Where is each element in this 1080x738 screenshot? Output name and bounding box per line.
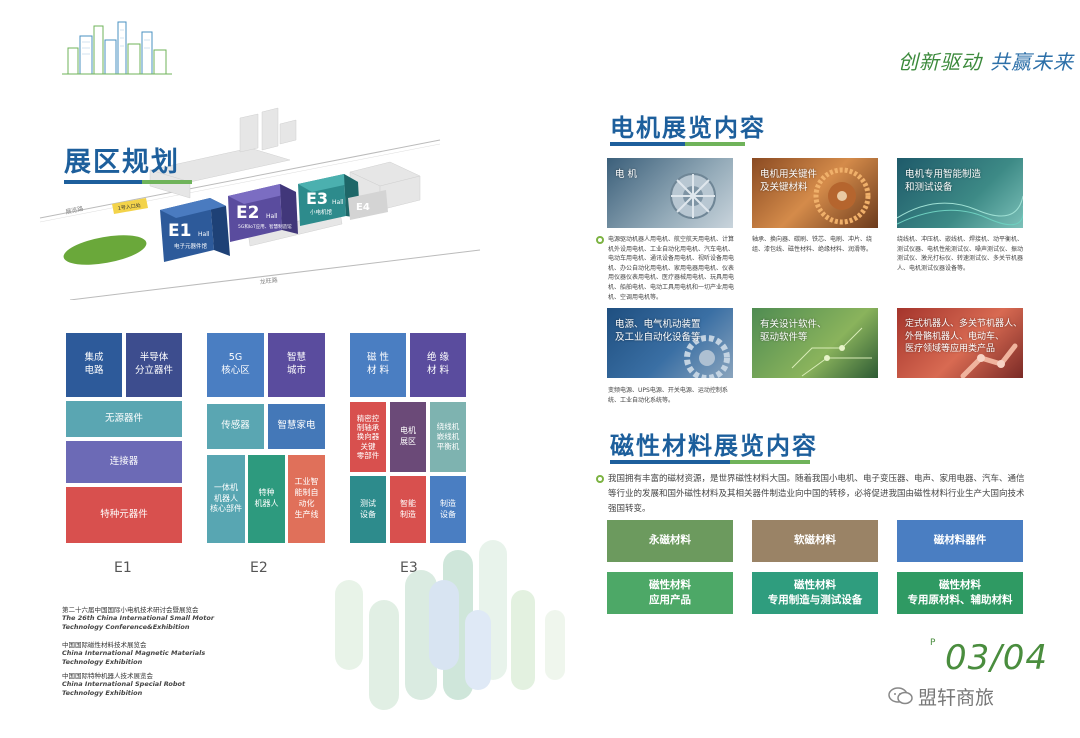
e3-block-magnetic: 磁 性材 料 [350,333,406,397]
road-label-top: 展览路 [65,204,84,216]
e2-label: E2 [250,560,268,576]
brand-slogan: 创新驱动共赢未来 [898,50,1074,74]
e3-block-smart-manufacturing: 智能制造 [390,476,426,543]
bullet-icon [596,236,604,244]
footer-exhibition-3: 中国国际特种机器人技术展览会 China International Speci… [62,672,186,697]
page-number: 03/04 [945,638,1048,678]
tech-lines-graphic [897,195,1023,226]
motor-tile-power-equipment: 电源、电气机动装置及工业自动化设备等 [607,308,733,378]
hall-e2-sub: Hall [266,213,278,220]
hall-e4-name: E4 [356,202,370,213]
motor-tile-power-equipment-label: 电源、电气机动装置及工业自动化设备等 [615,319,701,344]
motor-tile-robots-label: 定式机器人、多关节机器人、外骨骼机器人、电动车、医疗领域等应用类产品 [905,319,1023,355]
e2-block-sensor: 传感器 [207,404,264,449]
motor-tile-smart-manufacturing-desc: 绕线机、冲压机、嵌线机、焊接机、动平衡机、测试仪器、电机性能测试仪、噪声测试仪、… [897,236,1024,272]
hall-e2-name: E2 [236,203,259,223]
e3-block-test-equipment: 测试设备 [350,476,386,543]
page-title: 展区规划 [64,147,180,178]
circuit-graphic [791,327,872,377]
motor-tile-motor: 电 机 [607,158,733,228]
exhibition-hall-map: 展览路 龙旺路 1号入口处 E1 Hall 电子元器件馆 E2 Hall 5G和… [39,107,481,300]
hall-e1-sub: Hall [198,231,210,238]
e3-block-manufacturing-equipment: 制造设备 [430,476,466,543]
magnetic-title-underline [610,460,730,464]
entry-gate-label: 1号入口处 [117,202,141,212]
motor-tile-motor-desc: 电源驱动机器人用电机、航空航天用电机、计算机外设用电机、工业自动化用电机、汽车电… [608,236,735,301]
e1-block-connector: 连接器 [66,441,182,483]
footer-exhibition-2: 中国国际磁性材料技术展览会 China International Magnet… [62,641,206,666]
mag-category-devices: 磁材料器件 [897,520,1023,562]
motor-tile-software-label: 有关设计软件、驱动软件等 [760,319,827,344]
magnetic-intro-text: 我国拥有丰富的磁材资源，是世界磁性材料大国。随着我国小电机、电子变压器、电声、家… [608,474,1025,514]
road-label-bottom: 龙旺路 [259,276,278,286]
mag-category-applications: 磁性材料应用产品 [607,572,733,614]
mag-category-raw-materials: 磁性材料专用原材料、辅助材料 [897,572,1023,614]
motor-section-title: 电机展览内容 [610,114,766,142]
motor-tile-key-parts: 电机用关键件及关键材料 [752,158,878,228]
motor-tile-robots: 定式机器人、多关节机器人、外骨骼机器人、电动车、医疗领域等应用类产品 [897,308,1023,378]
robot-arm-graphic [960,343,1018,378]
mag-category-soft: 软磁材料 [752,520,878,562]
hall-e3-sub: Hall [332,199,344,206]
e2-block-smart-city: 智慧城市 [268,333,325,397]
motor-tile-key-parts-desc: 轴承、换向器、碳刷、铁芯、电刷、冲片、绕组、漆包线、磁性材料、绝缘材料、润滑等。 [752,236,873,253]
hall-e1-name: E1 [168,221,191,241]
motor-title-underline-accent [685,142,745,146]
e2-block-automation-line: 工业智能制自动化生产线 [288,455,325,543]
motor-title-underline [610,142,685,146]
e1-block-semiconductor: 半导体分立器件 [126,333,182,397]
motor-tile-software: 有关设计软件、驱动软件等 [752,308,878,378]
copper-coil-graphic [813,167,871,225]
e1-block-passive: 无源器件 [66,401,182,437]
bullet-icon [596,475,604,483]
hall-e1-desc: 电子元器件馆 [174,242,208,250]
hall-e2-desc: 5G和IoT应用、智慧制造馆 [238,223,292,230]
e2-block-smart-appliance: 智慧家电 [268,404,325,449]
footer-exhibition-1: 第二十六届中国国际小电机技术研讨会暨展览会 The 26th China Int… [62,606,215,631]
mag-category-permanent: 永磁材料 [607,520,733,562]
e1-label: E1 [114,560,132,576]
city-skyline-illustration [62,21,172,75]
decorative-pills [335,540,565,710]
motor-tile-motor-label: 电 机 [615,169,638,180]
e2-block-robot-core: 一体机机器人核心部件 [207,455,245,543]
hall-e3-name: E3 [306,189,328,208]
wechat-account-name: 盟轩商旅 [918,687,995,709]
e3-block-precision-parts: 精密控制轴承换向器关键零部件 [350,402,386,472]
wechat-icon [888,687,913,705]
title-underline [64,180,142,184]
mag-category-equipment: 磁性材料专用制造与测试设备 [752,572,878,614]
motor-tile-smart-manufacturing: 电机专用智能制造和测试设备 [897,158,1023,228]
e3-block-motor-area: 电机展区 [390,402,426,472]
hall-e3-desc: 小电机馆 [310,208,333,216]
e2-block-special-robot: 特种机器人 [248,455,285,543]
title-underline-accent [142,180,192,184]
motor-tile-key-parts-label: 电机用关键件及关键材料 [760,169,818,194]
magnetic-title-underline-accent [730,460,810,464]
motor-tile-power-equipment-desc: 变频电源、UPS电源、开关电源、运动控制系统、工业自动化系统等。 [608,387,728,404]
gear-icon [684,335,730,378]
e1-block-special: 特种元器件 [66,487,182,543]
e3-block-winding-machines: 绕线机嵌线机平衡机 [430,402,466,472]
page-prefix: P [930,638,936,648]
e1-block-ic: 集成电路 [66,333,122,397]
magnetic-section-title: 磁性材料展览内容 [610,432,818,460]
motor-tile-smart-manufacturing-label: 电机专用智能制造和测试设备 [905,169,982,194]
e3-block-insulation: 绝 缘材 料 [410,333,466,397]
motor-gear-graphic [670,173,716,219]
